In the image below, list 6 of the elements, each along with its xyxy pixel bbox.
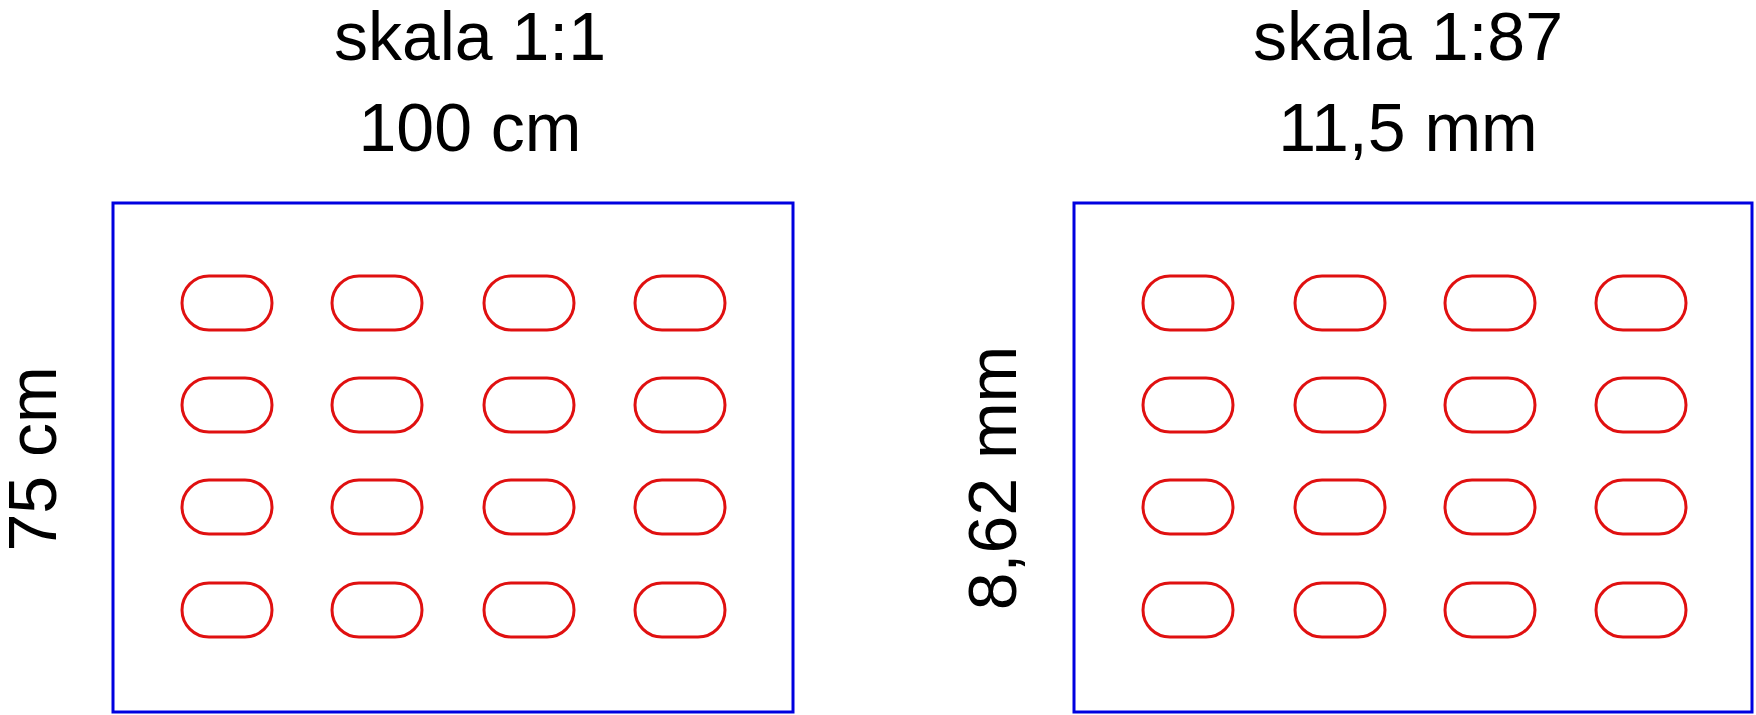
scale-label: skala 1:87 [1253,2,1563,70]
dimension-label: 11,5 mm [1278,93,1538,161]
dimension-label: 75 cm [0,366,66,552]
dimension-label: 8,62 mm [958,345,1026,611]
dimension-label: 100 cm [358,93,582,161]
scale-label: skala 1:1 [333,2,607,70]
